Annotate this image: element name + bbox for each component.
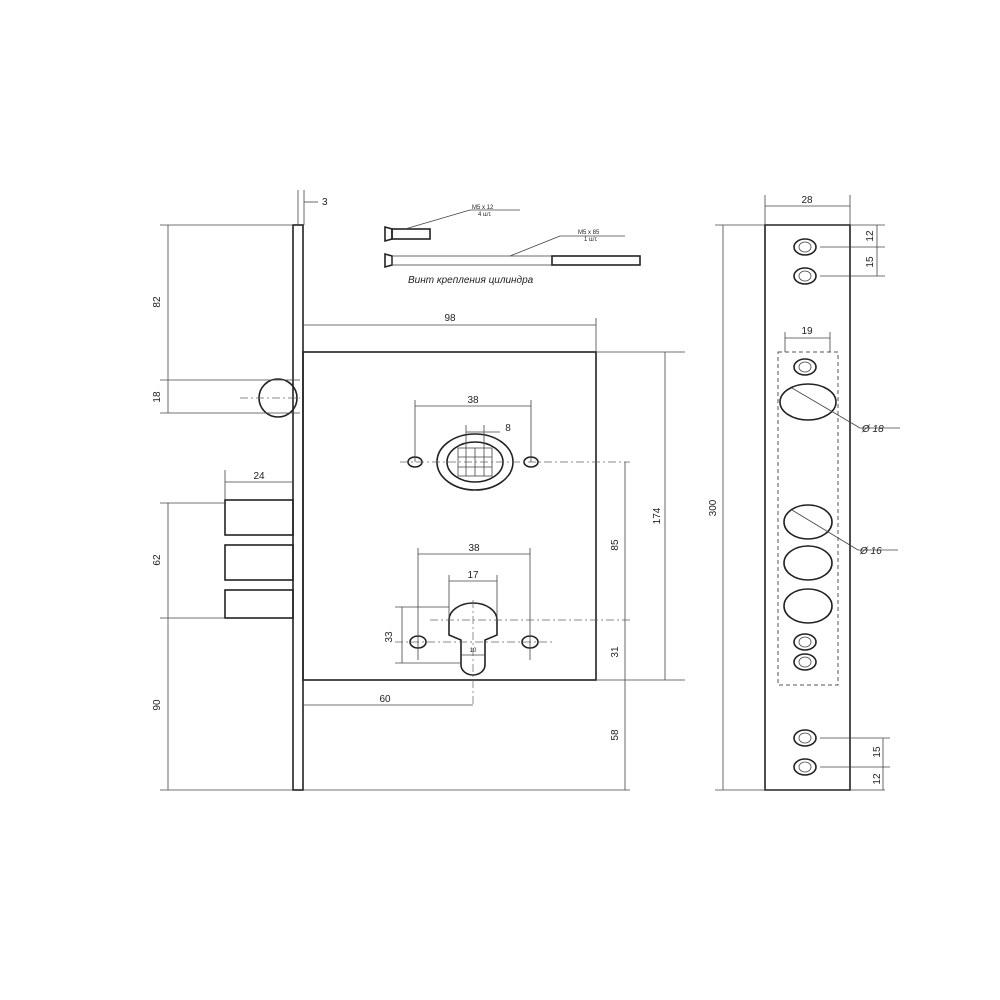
bolt-hole: [783, 588, 833, 624]
dim-31: 31: [610, 646, 621, 658]
euro-cylinder-hole: [448, 602, 498, 676]
dim-19: 19: [801, 326, 813, 337]
dim-8: 8: [505, 423, 511, 434]
dim-12-bottom: 12: [872, 773, 883, 785]
dim-18: 18: [152, 391, 163, 403]
long-screw-size: M5 x 85: [578, 230, 600, 236]
dim-38-top: 38: [467, 395, 479, 406]
dim-dia-16: Ø 16: [859, 546, 882, 557]
dim-85: 85: [610, 539, 621, 551]
short-screw-size: M5 x 12: [472, 205, 494, 211]
dim-174: 174: [652, 507, 663, 524]
dim-10: 10: [470, 648, 477, 654]
dim-28: 28: [801, 195, 813, 206]
front-view: 3 82 18 24 62 90 98 38 8 174 85 31 58: [152, 190, 685, 791]
screw-caption: Винт крепления цилиндра: [408, 275, 534, 286]
dim-33: 33: [384, 631, 395, 643]
bolt-hole: [783, 545, 833, 581]
dim-60: 60: [379, 694, 391, 705]
dim-58: 58: [610, 729, 621, 741]
body-outline: [777, 351, 839, 686]
bolt-1: [224, 499, 294, 536]
dim-90: 90: [152, 699, 163, 711]
dim-15-top: 15: [865, 256, 876, 268]
dim-98: 98: [444, 313, 456, 324]
dim-15-bottom: 15: [872, 746, 883, 758]
dim-300: 300: [708, 499, 719, 516]
long-screw: [551, 255, 641, 266]
dim-17: 17: [467, 570, 479, 581]
faceplate: [292, 224, 304, 791]
short-screw-qty: 4 шт.: [478, 212, 492, 218]
lock-body: [302, 351, 597, 681]
short-screw: [391, 228, 431, 240]
screws: M5 x 12 4 шт. M5 x 85 1 шт. Винт креплен…: [384, 205, 641, 286]
bolt-3: [224, 589, 294, 619]
dim-24: 24: [253, 471, 265, 482]
long-screw-qty: 1 шт.: [584, 237, 598, 243]
dim-3: 3: [322, 197, 328, 208]
dim-38-bottom: 38: [468, 543, 480, 554]
side-view: Ø 18 Ø 16 28 300 19 12 15 15 12: [708, 195, 900, 791]
dim-12-top: 12: [865, 230, 876, 242]
latch-hole: [779, 383, 837, 421]
bolt-hole: [783, 504, 833, 540]
bolt-2: [224, 544, 294, 581]
dim-dia-18: Ø 18: [861, 424, 884, 435]
dim-62: 62: [152, 554, 163, 566]
mounting-holes: [793, 238, 817, 776]
dim-82: 82: [152, 296, 163, 308]
